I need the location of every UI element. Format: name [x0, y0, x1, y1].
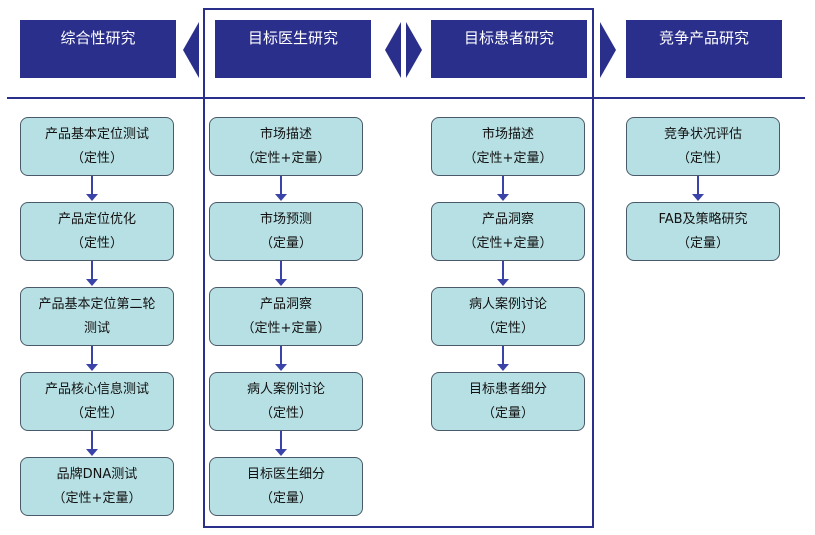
down-arrow-icon [497, 346, 509, 371]
down-arrow-icon [275, 431, 287, 456]
step-subtitle: （定性+定量） [241, 150, 331, 166]
down-arrow-icon [275, 261, 287, 286]
header-comprehensive-research: 综合性研究 [20, 20, 176, 78]
step-title: 产品基本定位测试 [44, 126, 149, 142]
chevron-right-icon [406, 22, 422, 78]
step-subtitle: （定量） [676, 235, 729, 251]
down-arrow-icon [275, 346, 287, 371]
header-target-doctor-research: 目标医生研究 [215, 20, 371, 78]
step-title: 市场描述 [481, 126, 534, 142]
step-box: 市场描述 （定性+定量） [431, 117, 585, 176]
step-title: 病人案例讨论 [246, 381, 325, 397]
step-subtitle: （定性+定量） [463, 150, 553, 166]
step-title: 品牌DNA测试 [56, 466, 138, 482]
down-arrow-icon [86, 431, 98, 456]
header-target-patient-research: 目标患者研究 [431, 20, 587, 78]
down-arrow-icon [86, 176, 98, 201]
chevron-left-icon [385, 22, 401, 78]
step-box: 市场描述 （定性+定量） [209, 117, 363, 176]
step-box: 目标患者细分 （定量） [431, 372, 585, 431]
step-subtitle: （定性） [70, 150, 123, 166]
step-box: 产品定位优化 （定性） [20, 202, 174, 261]
step-title: 产品洞察 [481, 211, 534, 227]
step-subtitle: （定性） [70, 235, 123, 251]
step-title: FAB及策略研究 [658, 211, 748, 227]
step-subtitle: （定性+定量） [463, 235, 553, 251]
step-box: FAB及策略研究 （定量） [626, 202, 780, 261]
step-subtitle: （定量） [259, 490, 312, 506]
step-subtitle: （定性） [70, 405, 123, 421]
chevron-left-icon [183, 22, 199, 78]
step-title: 市场预测 [259, 211, 312, 227]
step-box: 品牌DNA测试 （定性+定量） [20, 457, 174, 516]
header-competitor-product-research: 竞争产品研究 [626, 20, 782, 78]
step-subtitle: （定量） [259, 235, 312, 251]
step-subtitle: （定性+定量） [52, 490, 142, 506]
step-subtitle: （定性） [481, 320, 534, 336]
step-title: 目标患者细分 [468, 381, 547, 397]
down-arrow-icon [275, 176, 287, 201]
step-box: 产品核心信息测试 （定性） [20, 372, 174, 431]
down-arrow-icon [86, 346, 98, 371]
down-arrow-icon [497, 261, 509, 286]
chevron-right-icon [600, 22, 616, 78]
step-subtitle: （定性+定量） [241, 320, 331, 336]
step-box: 产品基本定位测试 （定性） [20, 117, 174, 176]
step-title: 产品洞察 [259, 296, 312, 312]
target-research-frame [203, 8, 594, 528]
step-box: 病人案例讨论 （定性） [209, 372, 363, 431]
step-title: 竞争状况评估 [663, 126, 742, 142]
step-box: 病人案例讨论 （定性） [431, 287, 585, 346]
step-box: 产品洞察 （定性+定量） [431, 202, 585, 261]
step-title: 产品基本定位第二轮 [38, 296, 156, 312]
step-box: 市场预测 （定量） [209, 202, 363, 261]
step-box: 目标医生细分 （定量） [209, 457, 363, 516]
down-arrow-icon [86, 261, 98, 286]
step-box: 竞争状况评估 （定性） [626, 117, 780, 176]
down-arrow-icon [692, 176, 704, 201]
step-title: 市场描述 [259, 126, 312, 142]
step-title: 病人案例讨论 [468, 296, 547, 312]
step-title: 目标医生细分 [246, 466, 325, 482]
step-subtitle: 测试 [83, 320, 110, 336]
step-title: 产品定位优化 [57, 211, 136, 227]
step-title: 产品核心信息测试 [44, 381, 149, 397]
down-arrow-icon [497, 176, 509, 201]
step-box: 产品基本定位第二轮 测试 [20, 287, 174, 346]
step-subtitle: （定性） [259, 405, 312, 421]
step-subtitle: （定性） [676, 150, 729, 166]
step-box: 产品洞察 （定性+定量） [209, 287, 363, 346]
section-divider [7, 97, 805, 99]
step-subtitle: （定量） [481, 405, 534, 421]
